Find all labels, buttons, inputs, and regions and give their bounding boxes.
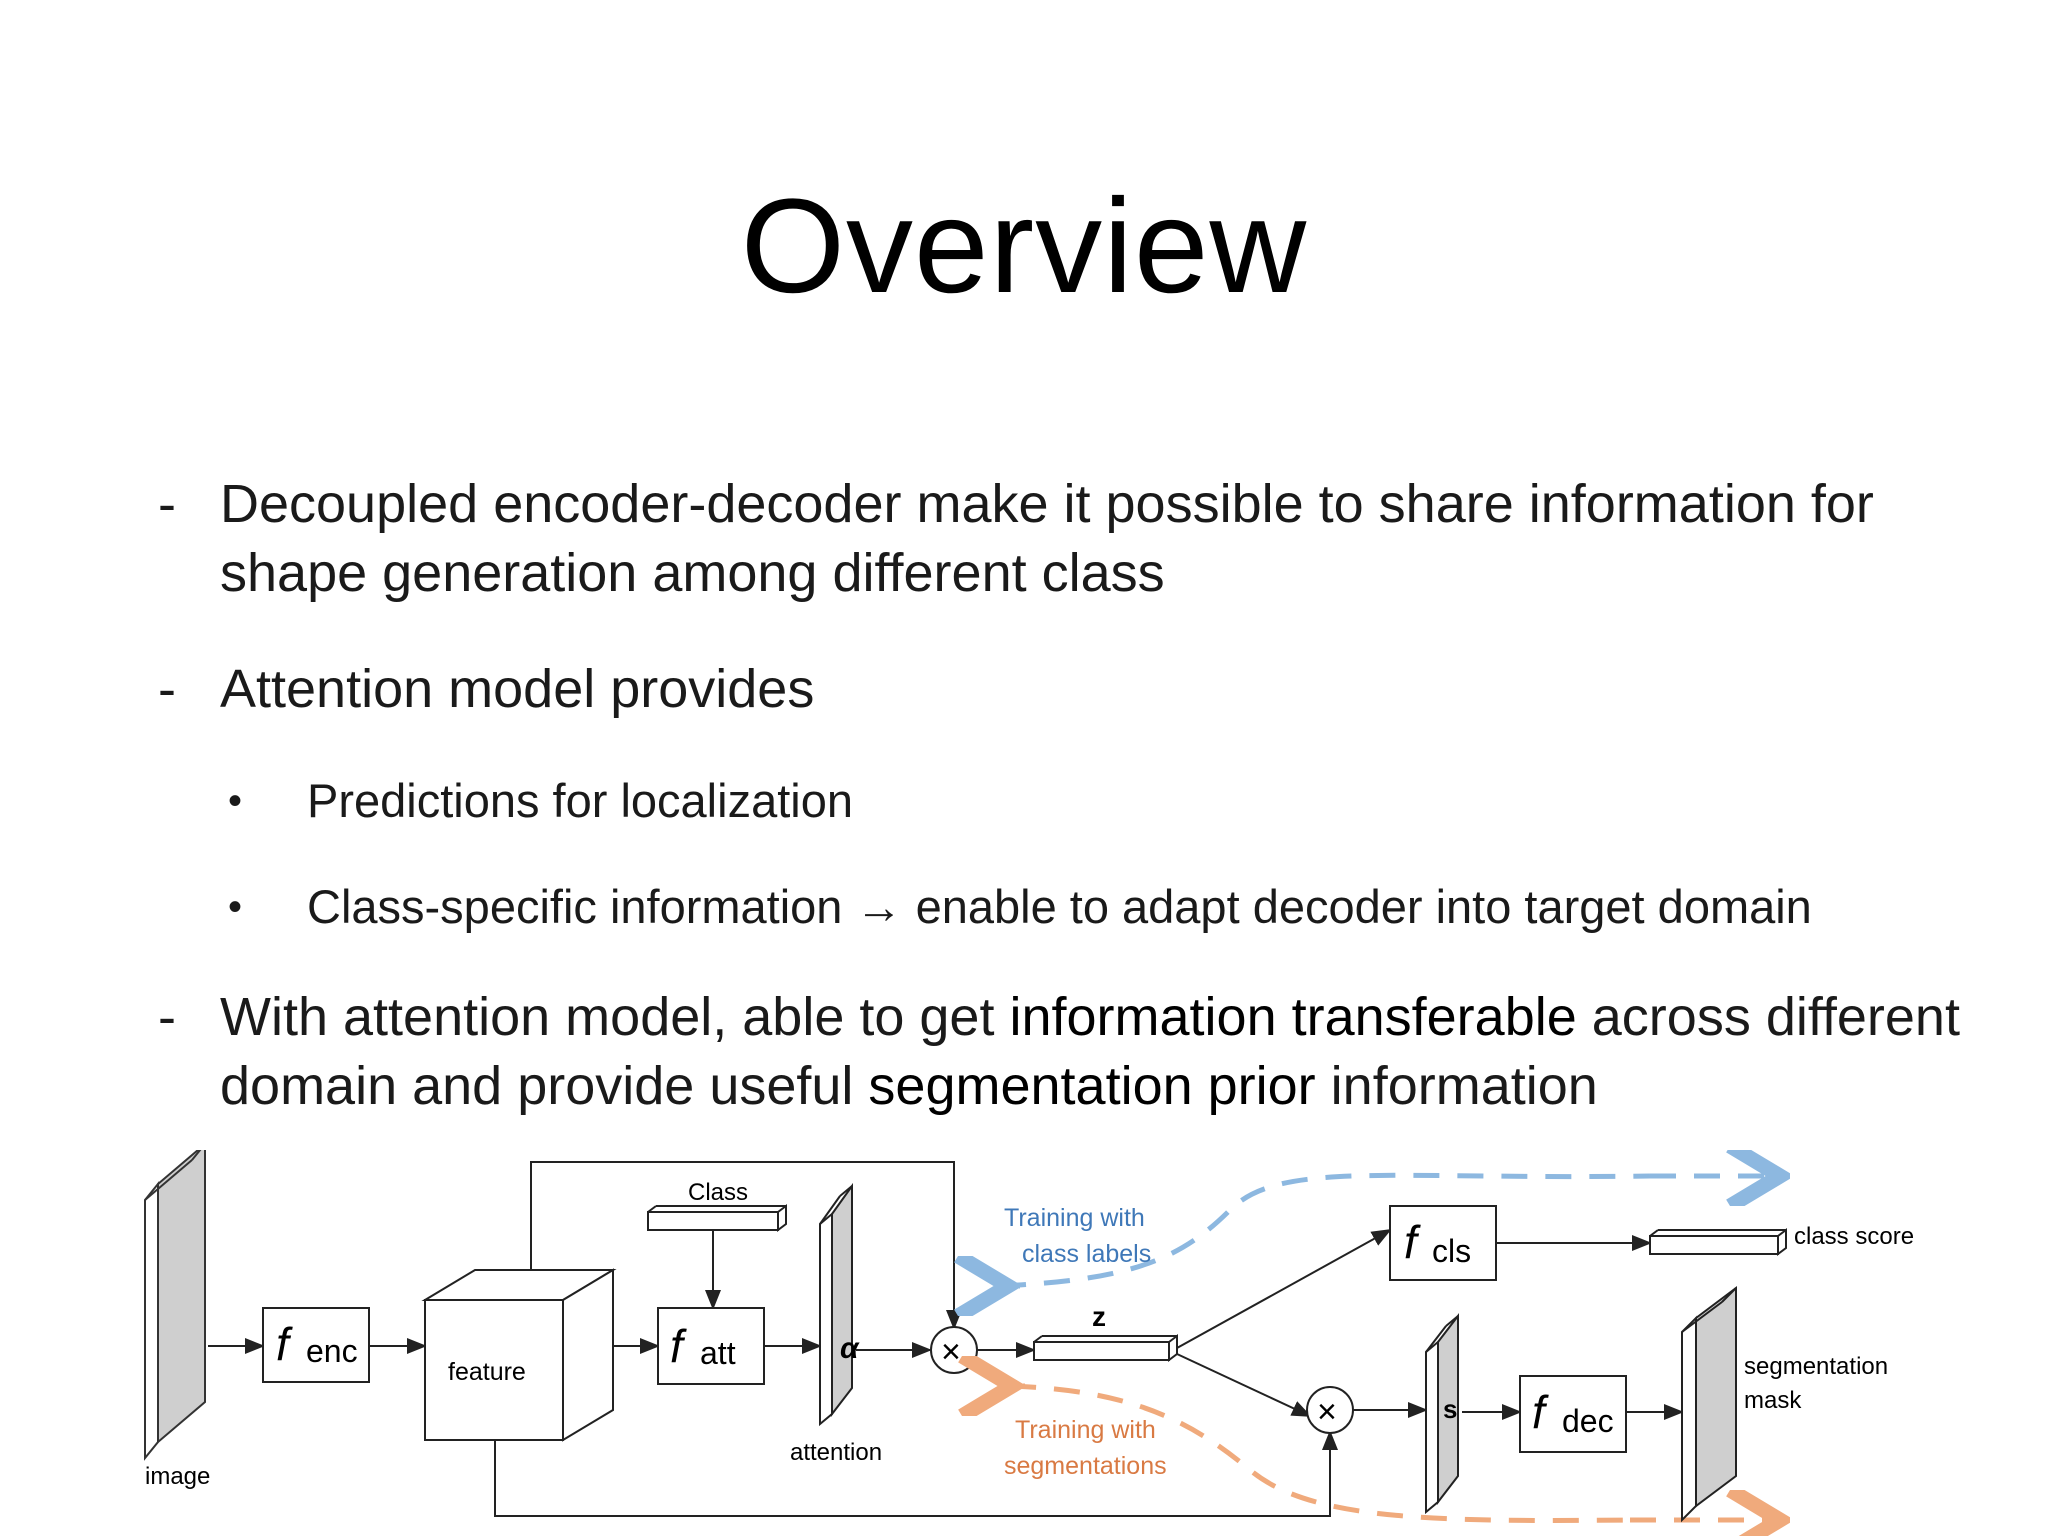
alpha-symbol: α bbox=[840, 1332, 860, 1365]
sub-bullet-dot: • bbox=[228, 885, 243, 929]
class-label: Class bbox=[688, 1179, 748, 1206]
sub-bullet-localization: • Predictions for localization bbox=[150, 771, 1990, 831]
training-seg-line2: segmentations bbox=[1004, 1452, 1167, 1480]
fdec-f: f bbox=[1532, 1386, 1549, 1438]
sub-bullet-text: Predictions for localization bbox=[307, 774, 853, 827]
architecture-diagram: image f enc feature Class f att α attent… bbox=[144, 1150, 1914, 1536]
segmentation-training-path bbox=[1009, 1383, 1631, 1523]
bullet-list: - Decoupled encoder-decoder make it poss… bbox=[150, 470, 1990, 1168]
sub-bullet-dot: • bbox=[228, 779, 243, 823]
image-plane bbox=[144, 1150, 206, 1461]
fenc-f: f bbox=[276, 1318, 293, 1370]
bullet-transferable: - With attention model, able to get info… bbox=[150, 983, 1990, 1121]
bullet-text: Decoupled encoder-decoder make it possib… bbox=[220, 474, 1874, 603]
seg-mask-line2: mask bbox=[1744, 1387, 1802, 1414]
fcls-f: f bbox=[1404, 1216, 1421, 1268]
seg-mask-line1: segmentation bbox=[1744, 1353, 1888, 1380]
s-label: s bbox=[1443, 1394, 1457, 1424]
fcls-subscript: cls bbox=[1432, 1233, 1471, 1269]
class-score-vector bbox=[1649, 1228, 1787, 1256]
s-plane bbox=[1425, 1313, 1459, 1515]
bullet-dash: - bbox=[158, 987, 176, 1047]
multiply-symbol-1: × bbox=[941, 1333, 961, 1371]
class-vector bbox=[647, 1204, 787, 1232]
bullet-dash: - bbox=[158, 659, 176, 719]
fatt-subscript: att bbox=[700, 1335, 736, 1371]
sub-bullet-text: Class-specific information → enable to a… bbox=[307, 880, 1812, 933]
training-class-line1: Training with bbox=[1004, 1204, 1145, 1232]
bullet-attention: - Attention model provides bbox=[150, 655, 1990, 724]
class-training-path bbox=[999, 1172, 1651, 1289]
bullet-text-part: information bbox=[1315, 1056, 1598, 1116]
training-seg-line1: Training with bbox=[1015, 1416, 1156, 1444]
z-vector bbox=[1033, 1334, 1178, 1362]
multiply-symbol-2: × bbox=[1317, 1393, 1337, 1431]
bullet-text: Attention model provides bbox=[220, 659, 815, 719]
slide-title: Overview bbox=[740, 172, 1308, 321]
bullet-decoupled: - Decoupled encoder-decoder make it poss… bbox=[150, 470, 1990, 608]
training-class-line2: class labels bbox=[1022, 1240, 1151, 1268]
fatt-box bbox=[657, 1307, 765, 1385]
segmentation-mask-plane bbox=[1681, 1286, 1737, 1523]
fatt-f: f bbox=[670, 1320, 687, 1372]
feature-label: feature bbox=[448, 1358, 526, 1386]
sub-bullet-class-specific: • Class-specific information → enable to… bbox=[150, 877, 1990, 937]
attention-plane bbox=[819, 1182, 853, 1427]
fenc-subscript: enc bbox=[306, 1333, 358, 1369]
skip-connection-bottom bbox=[494, 1430, 1338, 1517]
skip-connection-top bbox=[530, 1161, 962, 1330]
fenc-box bbox=[262, 1307, 370, 1383]
highlight-information-transferable: information transferable bbox=[1009, 987, 1577, 1047]
highlight-segmentation-prior: segmentation prior bbox=[868, 1056, 1316, 1116]
class-score-label: class score bbox=[1794, 1223, 1914, 1250]
bullet-text-part: With attention model, able to get bbox=[220, 987, 1010, 1047]
fdec-box bbox=[1519, 1375, 1627, 1453]
image-label: image bbox=[145, 1463, 210, 1490]
z-label: z bbox=[1092, 1301, 1106, 1332]
fdec-subscript: dec bbox=[1562, 1403, 1614, 1439]
bullet-dash: - bbox=[158, 474, 176, 534]
feature-cube bbox=[421, 1268, 617, 1442]
bullet-text-part: across different domain and provide usef… bbox=[220, 987, 1960, 1116]
attention-label: attention bbox=[790, 1439, 882, 1466]
